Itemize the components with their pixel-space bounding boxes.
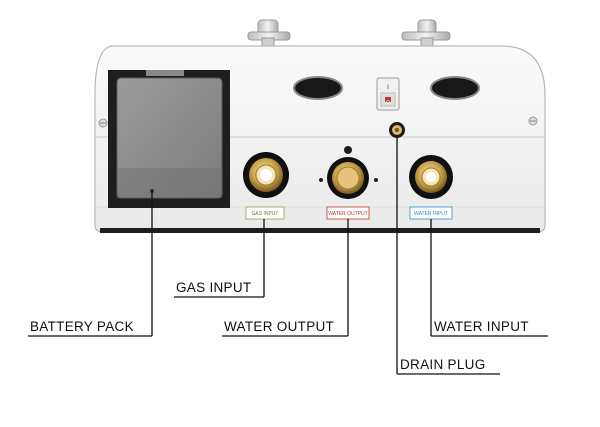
- battery-pack: [108, 70, 230, 208]
- callout-leaders: [28, 138, 548, 375]
- screw-icon: [528, 116, 538, 126]
- water-input-fitting: [409, 155, 453, 199]
- water-output-label: WATER OUTPUT: [224, 319, 335, 334]
- gas-knob-icon: [247, 19, 291, 49]
- water-output-fitting: [327, 157, 369, 199]
- power-switch[interactable]: I O: [376, 77, 400, 111]
- vent-right: [430, 76, 480, 100]
- base-strip: [100, 228, 540, 233]
- svg-text:WATER INPUT: WATER INPUT: [414, 211, 448, 217]
- battery-pack-label: BATTERY PACK: [30, 319, 134, 334]
- gas-input-fitting: [243, 152, 289, 198]
- water-knob-icon: [401, 19, 451, 49]
- svg-text:WATER OUTPUT: WATER OUTPUT: [328, 211, 367, 217]
- svg-text:GAS INPUT: GAS INPUT: [252, 211, 279, 217]
- drain-plug: [389, 122, 405, 138]
- water-input-label: WATER INPUT: [434, 319, 529, 334]
- screw-icon: [98, 118, 108, 128]
- small-screw-icon: [344, 146, 352, 154]
- drain-plug-label: DRAIN PLUG: [400, 357, 486, 372]
- water-input-tag: WATER INPUT: [409, 206, 453, 220]
- svg-text:O: O: [386, 100, 390, 106]
- water-output-tag: WATER OUTPUT: [326, 206, 370, 220]
- vent-left: [293, 76, 343, 100]
- gas-input-label: GAS INPUT: [176, 280, 252, 295]
- gas-input-tag: GAS INPUT: [245, 206, 285, 220]
- svg-text:I: I: [387, 85, 389, 91]
